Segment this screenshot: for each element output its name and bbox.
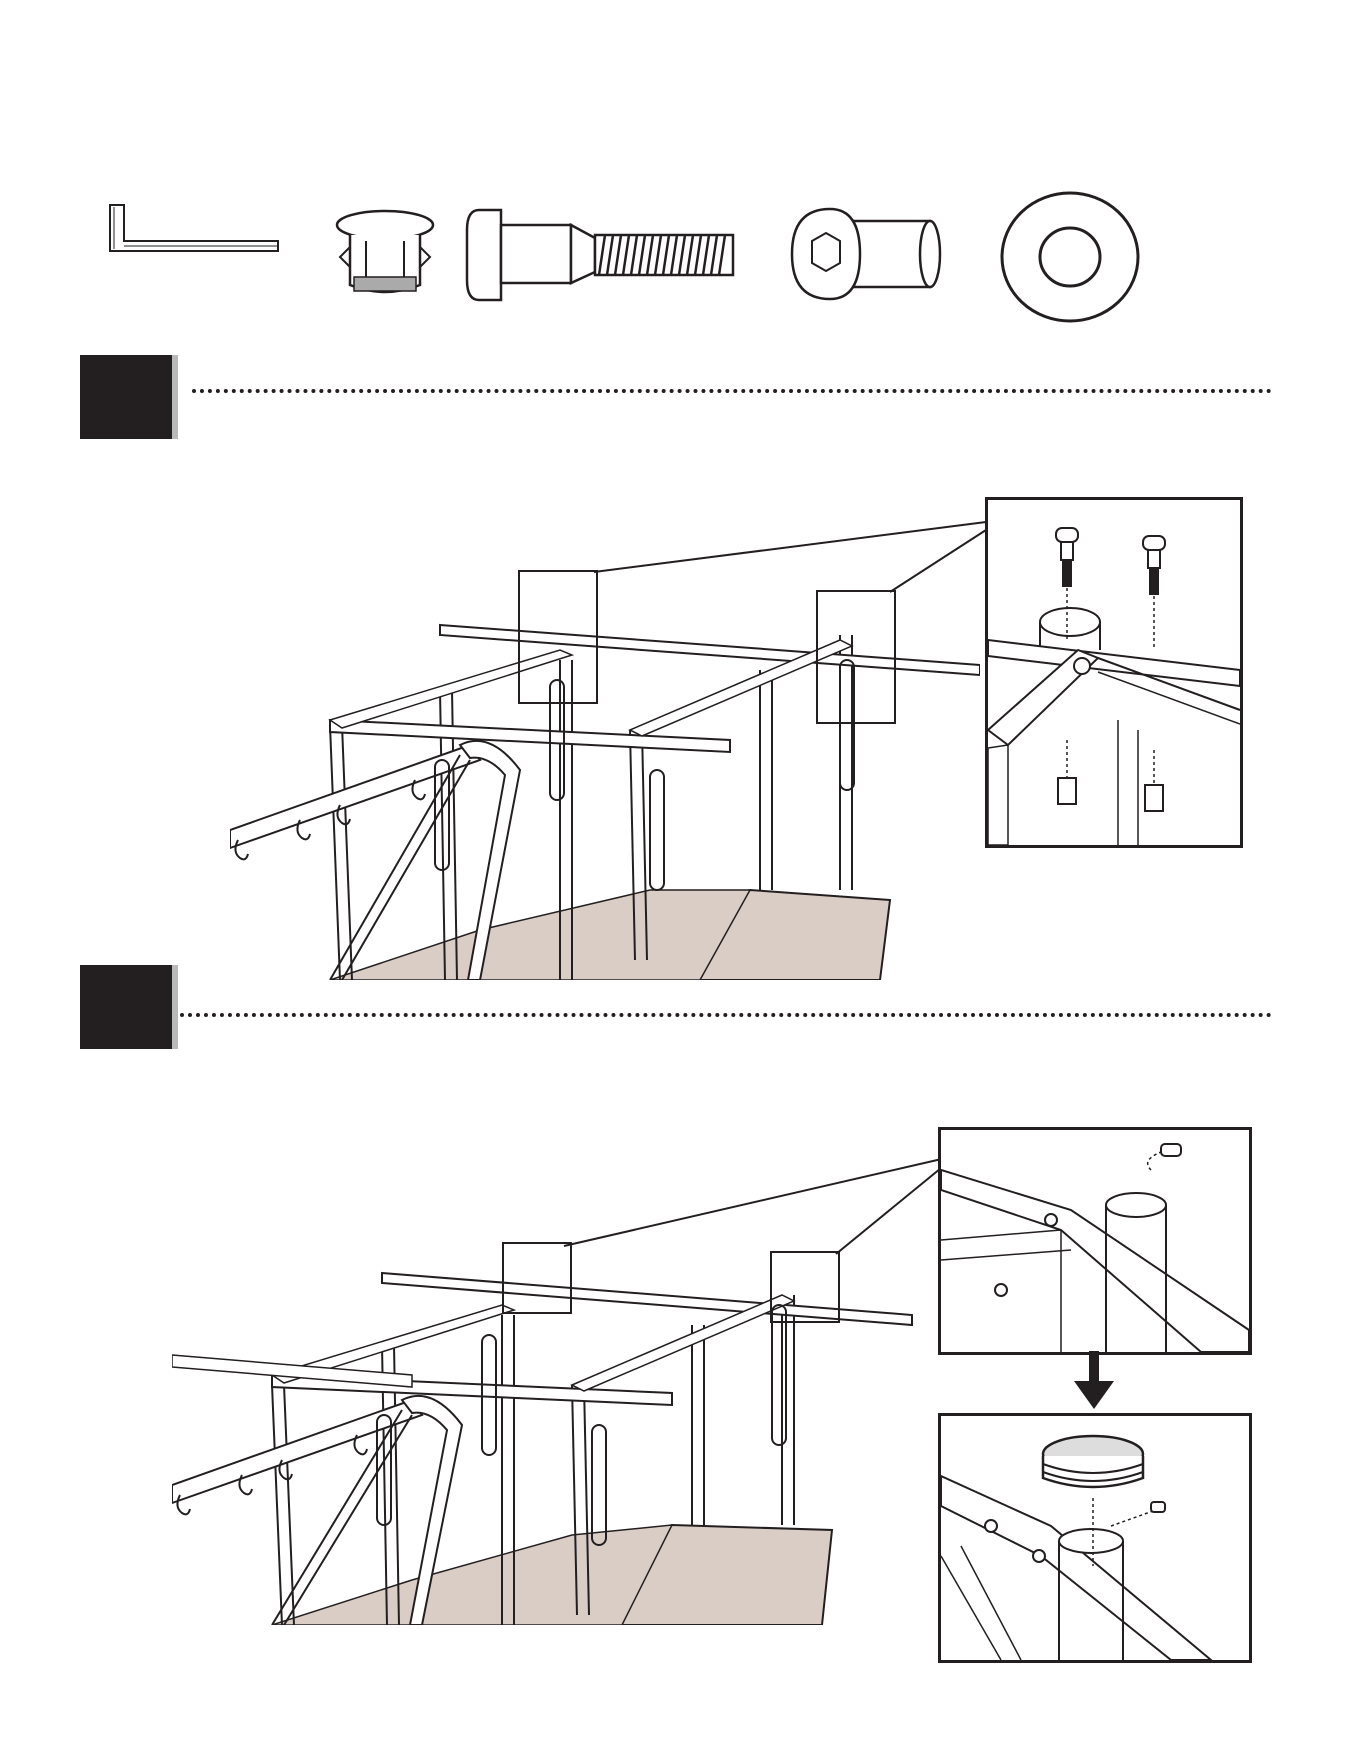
step-b-callout-right (770, 1251, 840, 1323)
bolt-tightening-illustration (941, 1130, 1249, 1352)
cap-plug-icon (330, 207, 440, 307)
step-a-divider (192, 389, 1272, 393)
bolt-tightening-detail (938, 1127, 1252, 1355)
step-b-callout-leaders (560, 1150, 950, 1260)
step-b-number-block (80, 965, 172, 1049)
hardware-row (80, 185, 1180, 335)
step-b-divider (180, 1013, 1272, 1017)
cap-plug-installation-illustration (941, 1416, 1249, 1660)
step-a-callout-leaders (590, 500, 990, 600)
allen-wrench-icon (90, 197, 290, 267)
step-a-number-block (80, 355, 172, 439)
down-arrow-icon (1072, 1351, 1116, 1411)
barrel-nut-icon (790, 203, 950, 303)
step-a-callout-left (518, 570, 598, 704)
washer-icon (995, 187, 1145, 327)
bolt-insertion-illustration (988, 500, 1240, 845)
bolt-insertion-detail (985, 497, 1243, 848)
cap-plug-installation-detail (938, 1413, 1252, 1663)
step-a-callout-right (816, 590, 896, 724)
shoulder-bolt-icon (465, 200, 745, 310)
